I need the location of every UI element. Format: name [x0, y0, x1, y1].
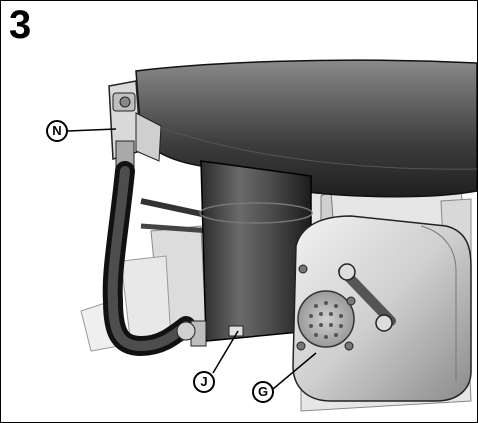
callout-g: G — [252, 381, 274, 403]
callout-j-leader — [212, 330, 239, 374]
callout-g-leader — [272, 352, 317, 390]
callout-n: N — [46, 120, 68, 142]
step-number: 3 — [9, 3, 32, 47]
callout-j: J — [193, 371, 215, 393]
fuel-shutoff-valve — [108, 80, 162, 174]
muffler — [292, 215, 472, 402]
callout-n-leader — [67, 128, 117, 132]
oil-filter — [176, 160, 313, 347]
blower-housing-cover — [135, 59, 477, 198]
